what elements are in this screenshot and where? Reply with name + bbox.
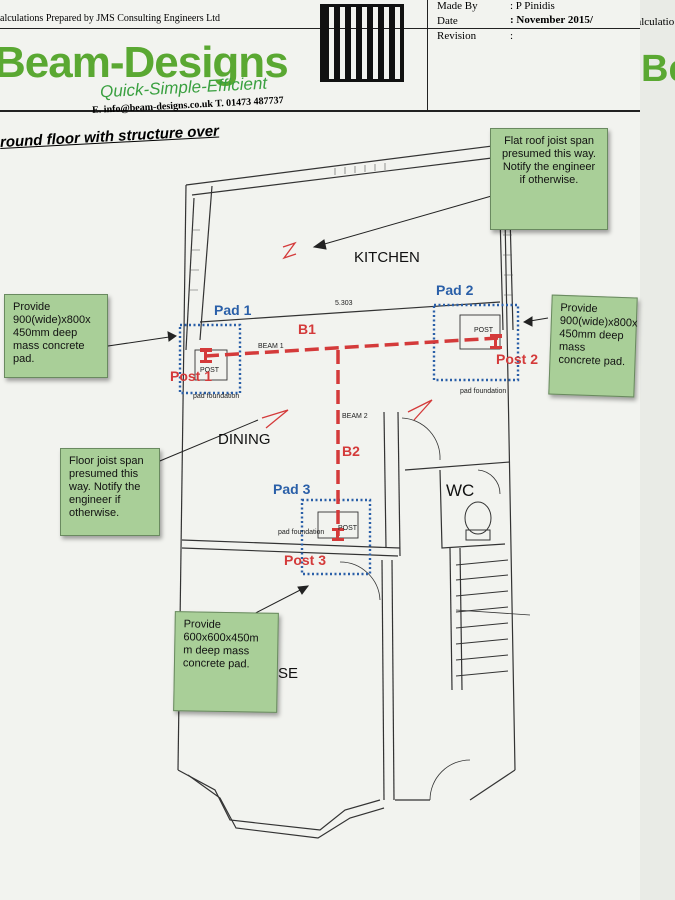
date-value: : November 2015/: [510, 14, 593, 26]
beam-2-label: BEAM 2: [342, 413, 368, 420]
post-2-label: Post 2: [496, 351, 538, 367]
pad-2-label: Pad 2: [436, 282, 474, 298]
note-flat-roof: Flat roof joist span presumed this way. …: [490, 128, 608, 230]
post-2-small: POST: [474, 327, 494, 334]
pad-1-label: Pad 1: [214, 302, 252, 318]
room-lounge: SE: [278, 665, 298, 682]
revision-label: Revision: [437, 30, 477, 42]
beam-b2-label: B2: [342, 443, 360, 459]
date-label: Date: [437, 15, 458, 27]
post-1-label: Post 1: [170, 368, 212, 384]
revision-value: :: [510, 30, 514, 42]
pad-foundation-2: pad foundation: [460, 388, 506, 395]
adjacent-sheet-logo: Be: [641, 48, 675, 90]
pad-foundation-1: pad foundation: [193, 393, 239, 400]
beam-b1: [204, 336, 499, 358]
room-kitchen: KITCHEN: [354, 249, 420, 266]
brand-name: Beam-Designs: [0, 38, 289, 87]
qr-code: [320, 4, 404, 82]
pad-3-label: Pad 3: [273, 481, 311, 497]
prepared-by: alculations Prepared by JMS Consulting E…: [0, 13, 220, 24]
beam-b1-label: B1: [298, 321, 316, 337]
note-floor-joist: Floor joist span presumed this way. Noti…: [60, 448, 160, 536]
made-by-value: : P Pinidis: [510, 0, 555, 12]
note-pad-3: Provide 600x600x450m m deep mass concret…: [173, 611, 279, 713]
note-pad-1: Provide 900(wide)x800x 450mm deep mass c…: [4, 294, 108, 378]
post-3-label: Post 3: [284, 552, 326, 568]
adjacent-sheet-label: Calculatio: [629, 16, 675, 28]
note-pad-2: Provide 900(wide)x800x 450mm deep mass c…: [548, 294, 638, 398]
room-wc: WC: [446, 481, 474, 500]
post-3-small: POST: [338, 525, 358, 532]
room-dining: DINING: [218, 431, 271, 448]
beam-1-label: BEAM 1: [258, 343, 284, 350]
pad-1-outline: [178, 323, 242, 395]
pad-foundation-3: pad foundation: [278, 529, 324, 536]
made-by-label: Made By: [437, 0, 478, 12]
dimension-label: 5.303: [335, 300, 353, 307]
pad-3-outline: [300, 498, 372, 576]
post-1-small: POST: [200, 367, 220, 374]
